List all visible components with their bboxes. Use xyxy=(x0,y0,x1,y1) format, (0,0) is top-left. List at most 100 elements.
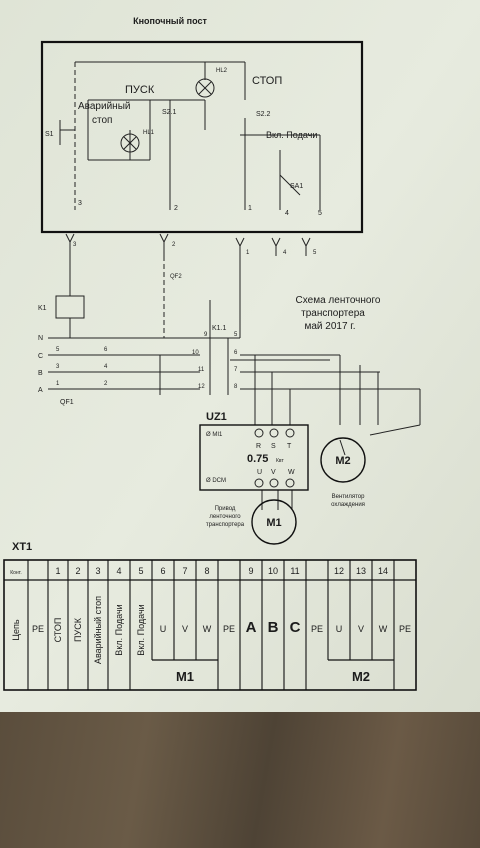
xt1-number: 9 xyxy=(248,566,253,576)
fan-caption-2: охлаждения xyxy=(331,502,365,508)
xt1-group-label: M1 xyxy=(176,669,194,684)
tw-1: 1 xyxy=(56,381,60,387)
tw-10: 10 xyxy=(192,350,199,356)
terminal-wire-numbers: 5 3 1 6 4 2 9 10 11 12 5 6 7 8 xyxy=(56,332,238,390)
xt1-number: 2 xyxy=(75,566,80,576)
conn-3: 3 xyxy=(73,242,77,248)
motor-m1 xyxy=(251,499,297,545)
xt1-number: 14 xyxy=(378,566,388,576)
lamp-hl2: HL2 xyxy=(195,68,228,98)
term-w: W xyxy=(288,469,295,476)
wooden-table-background xyxy=(0,700,480,848)
tw-5: 5 xyxy=(56,347,60,353)
k1-label: K1 xyxy=(38,305,47,312)
xt1-frame xyxy=(3,559,417,691)
s21-label: S2.1 xyxy=(162,109,177,116)
caption-line-1: Схема ленточного xyxy=(296,295,381,306)
tw-11: 11 xyxy=(198,367,205,373)
xt1-cell-label: PE xyxy=(32,624,44,634)
term-t: T xyxy=(287,443,292,450)
tw-3: 3 xyxy=(56,364,60,370)
xt1-cell-label: V xyxy=(182,624,188,634)
xt1-number: 4 xyxy=(116,566,121,576)
s22-label: S2.2 xyxy=(256,111,271,118)
qf1-label: QF1 xyxy=(60,399,74,406)
xt1-label: XT1 xyxy=(12,541,32,553)
uz1-label: UZ1 xyxy=(206,411,227,423)
xt1-cell-label: Вкл. Подачи xyxy=(136,604,146,655)
emergency-stop-label: стоп xyxy=(92,115,112,126)
feed-on-label: Вкл. Подачи xyxy=(266,130,317,140)
xt1-cell-label: Вкл. Подачи xyxy=(114,604,124,655)
xt1-cell-label: PE xyxy=(399,624,411,634)
wire-4: 4 xyxy=(285,210,289,217)
k11-label: K1.1 xyxy=(212,325,227,332)
term-u: U xyxy=(257,469,262,476)
tw-9: 9 xyxy=(204,332,208,338)
drive-caption-1: Привод xyxy=(215,506,236,512)
conn-2: 2 xyxy=(172,242,176,248)
s1-label: S1 xyxy=(45,131,54,138)
xt1-group-label: M2 xyxy=(352,669,370,684)
xt1-cell-label: W xyxy=(203,624,212,634)
xt1-cell-label: Цепь xyxy=(11,619,21,641)
fan-caption: Вентилятор охлаждения xyxy=(331,494,365,508)
xt1-number: 5 xyxy=(138,566,143,576)
tw-12: 12 xyxy=(198,384,205,390)
wire-2: 2 xyxy=(174,205,178,212)
panel-circuit-lines xyxy=(59,61,321,210)
xt1-number: 6 xyxy=(160,566,165,576)
xt1-cell-label: Аварийный стоп xyxy=(93,596,103,664)
panel-wire-numbers: 3 2 1 4 5 xyxy=(78,200,322,217)
phase-c: C xyxy=(38,353,43,360)
phase-n: N xyxy=(38,335,43,342)
xt1-cell-label: W xyxy=(379,624,388,634)
phase-a: A xyxy=(38,387,43,394)
mi1-label: Ø MI1 xyxy=(206,432,223,438)
m2-label: M2 xyxy=(335,455,350,467)
qf2-label: QF2 xyxy=(170,274,182,280)
tw-k6: 6 xyxy=(234,350,238,356)
power-rating: 0.75 xyxy=(247,453,268,465)
xt1-cell-label: B xyxy=(268,619,279,636)
xt1-number: 1 xyxy=(55,566,60,576)
xt1-number: 10 xyxy=(268,566,278,576)
xt1-cell-label: СТОП xyxy=(53,618,63,643)
stop-label: СТОП xyxy=(252,75,282,87)
drive-caption-3: транспортера xyxy=(206,522,245,528)
xt1-number: 13 xyxy=(356,566,366,576)
xt1-number: 7 xyxy=(182,566,187,576)
xt1-cell-label: ПУСК xyxy=(73,617,83,642)
xt1-cell-label: PE xyxy=(223,624,235,634)
xt1-number: 3 xyxy=(95,566,100,576)
xt1-cell-label: A xyxy=(246,619,257,636)
wire-3: 3 xyxy=(78,200,82,207)
conn-1: 1 xyxy=(246,250,250,256)
tw-k5: 5 xyxy=(234,332,238,338)
xt1-cell-label: U xyxy=(336,624,343,634)
motor-m2 xyxy=(320,437,366,483)
xt1-cell-label: U xyxy=(160,624,167,634)
power-unit: Квт xyxy=(276,458,284,464)
phase-labels: N C B A QF1 xyxy=(38,335,74,406)
tw-6: 6 xyxy=(104,347,108,353)
xt1-cell-label: C xyxy=(290,619,301,636)
fan-caption-1: Вентилятор xyxy=(332,494,366,500)
phase-b: B xyxy=(38,370,43,377)
inverter-uz1 xyxy=(199,424,309,491)
xt1-number: 8 xyxy=(204,566,209,576)
lamp-hl1: HL1 xyxy=(120,130,155,153)
inverter-screws xyxy=(254,428,295,488)
caption-line-2: транспортера xyxy=(301,308,365,319)
schema-caption: Схема ленточного транспортера май 2017 г… xyxy=(296,295,381,332)
drive-caption: Привод ленточного транспортера xyxy=(206,506,245,528)
connector-numbers: 3 2 1 4 5 xyxy=(73,242,317,256)
button-panel-frame xyxy=(40,40,364,234)
caption-line-3: май 2017 г. xyxy=(304,321,355,332)
xt1-cell-label: PE xyxy=(311,624,323,634)
tw-2: 2 xyxy=(104,381,108,387)
tw-k7: 7 xyxy=(234,367,238,373)
wire-1: 1 xyxy=(248,205,252,212)
emergency-label: Аварийный xyxy=(78,101,130,112)
